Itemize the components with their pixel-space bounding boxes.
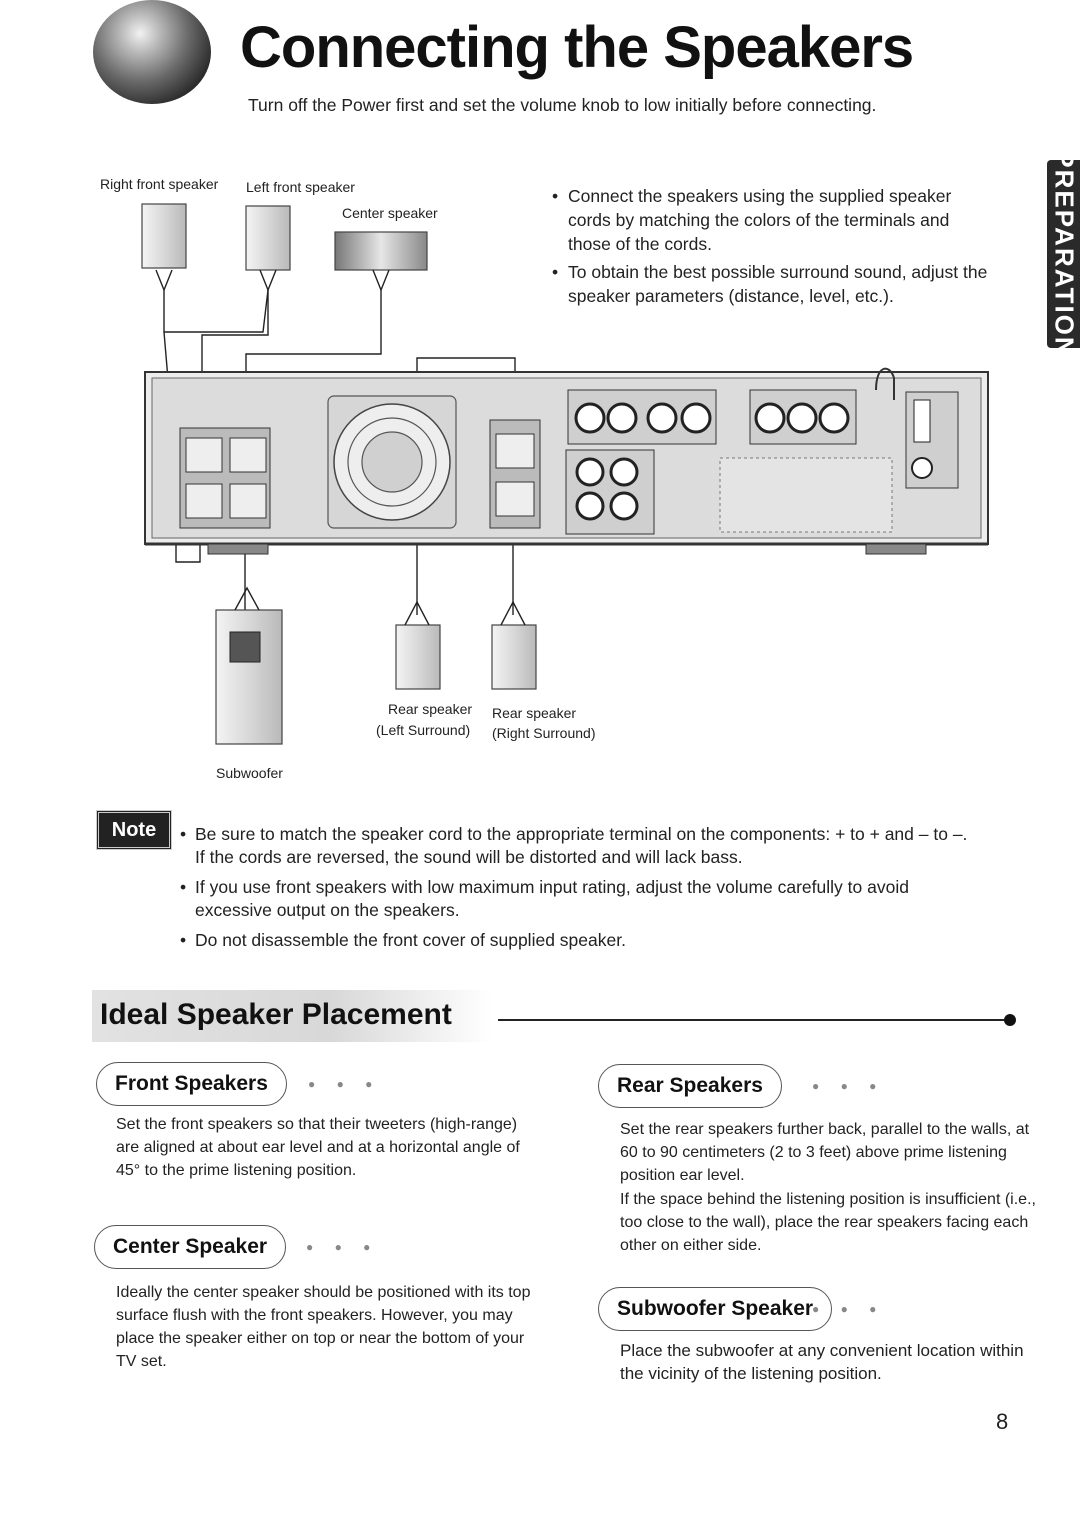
- section-side-tab: PREPARATION: [1047, 150, 1080, 358]
- section-divider-dot-icon: [1004, 1014, 1016, 1026]
- page-number: 8: [996, 1409, 1009, 1434]
- rear-left-speaker-icon: [395, 624, 441, 690]
- section-divider: [498, 1019, 1010, 1021]
- rear-speakers-heading: Rear Speakers: [598, 1064, 782, 1108]
- front-speakers-heading: Front Speakers: [96, 1062, 287, 1106]
- connection-bullet: Connect the speakers using the supplied …: [552, 184, 992, 256]
- front-speakers-dots-icon: ● ● ●: [308, 1077, 382, 1091]
- note-badge: Note: [96, 810, 172, 850]
- subwoofer-speaker-dots-icon: ● ● ●: [812, 1302, 886, 1316]
- connection-diagram: [141, 203, 989, 745]
- receiver-back-panel: [144, 367, 989, 555]
- center-speaker-heading: Center Speaker: [94, 1225, 287, 1269]
- right-front-speaker-label: Right front speaker: [100, 176, 219, 192]
- note-item: Do not disassemble the front cover of su…: [180, 929, 980, 952]
- page-title: Connecting the Speakers: [240, 15, 914, 80]
- header-sphere-icon: [93, 0, 211, 104]
- center-speaker-text: Ideally the center speaker should be pos…: [116, 1284, 531, 1370]
- rear-left-speaker-label: Rear speaker: [388, 701, 473, 717]
- subwoofer-label: Subwoofer: [216, 765, 283, 781]
- rear-speakers-dots-icon: ● ● ●: [812, 1079, 886, 1093]
- rear-right-speaker-icon: [491, 624, 537, 690]
- center-speaker-icon: [334, 231, 428, 271]
- rear-speakers-text-2: If the space behind the listening positi…: [620, 1191, 1036, 1254]
- right-front-speaker-icon: [141, 203, 187, 269]
- note-list: Be sure to match the speaker cord to the…: [180, 823, 980, 959]
- center-speaker-dots-icon: ● ● ●: [306, 1240, 380, 1254]
- section-title-background: [92, 990, 492, 1042]
- section-title: Ideal Speaker Placement: [100, 998, 452, 1031]
- intro-text: Turn off the Power first and set the vol…: [248, 95, 877, 115]
- rear-right-speaker-label: Rear speaker: [492, 705, 577, 721]
- rear-speakers-text: Set the rear speakers further back, para…: [620, 1121, 1030, 1184]
- left-front-speaker-label: Left front speaker: [246, 179, 355, 195]
- note-item: Be sure to match the speaker cord to the…: [180, 823, 980, 869]
- connection-bullet: To obtain the best possible surround sou…: [552, 260, 992, 308]
- rear-right-speaker-sublabel: (Right Surround): [492, 725, 596, 741]
- center-speaker-label: Center speaker: [342, 205, 438, 221]
- subwoofer-speaker-text: Place the subwoofer at any convenient lo…: [620, 1341, 1024, 1383]
- front-speakers-text: Set the front speakers so that their twe…: [116, 1116, 520, 1179]
- subwoofer-speaker-heading: Subwoofer Speaker: [598, 1287, 833, 1331]
- side-tab-label: PREPARATION: [1049, 150, 1079, 358]
- note-item: If you use front speakers with low maxim…: [180, 876, 980, 922]
- subwoofer-icon: [215, 609, 283, 745]
- rear-left-speaker-sublabel: (Left Surround): [376, 722, 471, 738]
- connection-instructions: Connect the speakers using the supplied …: [552, 184, 992, 312]
- left-front-speaker-icon: [245, 205, 291, 271]
